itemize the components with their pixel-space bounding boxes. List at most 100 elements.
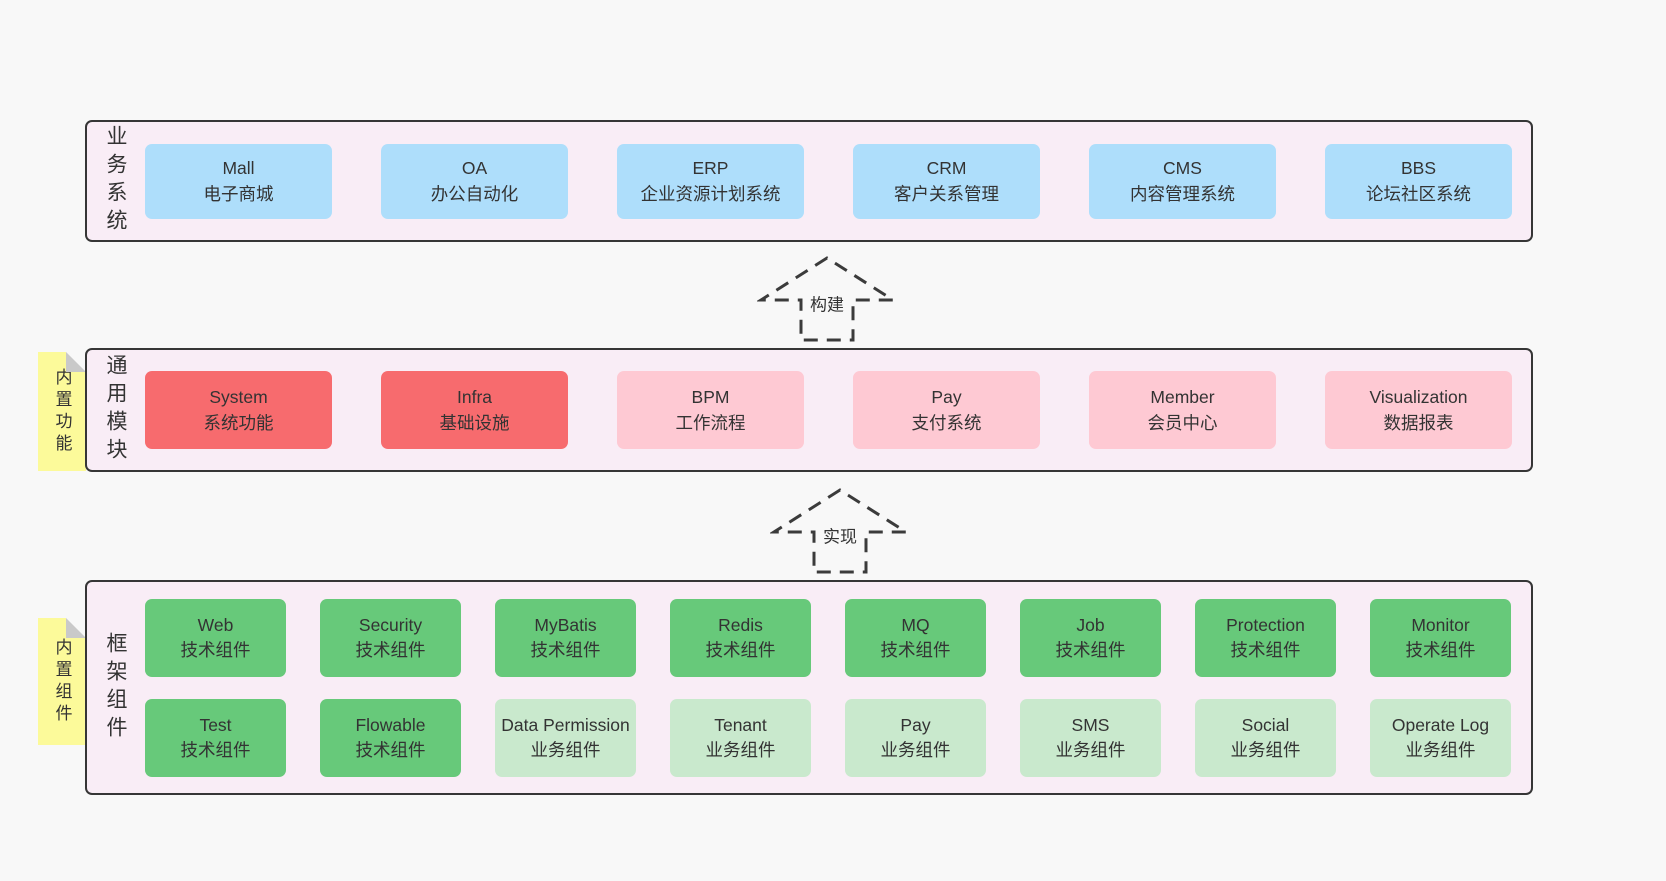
box-title: OA (461, 157, 488, 178)
box-member: Member 会员中心 (1089, 371, 1276, 449)
up-arrow-icon (757, 256, 897, 342)
dashed-up-arrow-build: 构建 (757, 255, 897, 343)
box-subtitle: 会员中心 (1147, 413, 1218, 433)
box-subtitle: 客户关系管理 (894, 184, 999, 204)
box-title: Pay (931, 386, 962, 407)
box-subtitle: 系统功能 (203, 413, 274, 433)
box-title: Data Permission (501, 715, 630, 736)
box-bpm: BPM 工作流程 (617, 371, 804, 449)
box-subtitle: 业务组件 (1405, 739, 1476, 760)
box-subtitle: 技术组件 (1405, 639, 1476, 660)
box-crm: CRM 客户关系管理 (853, 143, 1040, 219)
box-title: Infra (456, 386, 493, 407)
box-title: Operate Log (1391, 715, 1490, 736)
box-title: MQ (901, 615, 930, 636)
box-subtitle: 技术组件 (1055, 639, 1126, 660)
box-title: SMS (1071, 715, 1110, 736)
box-subtitle: 技术组件 (530, 639, 601, 660)
box-pay-component: Pay 业务组件 (845, 698, 986, 777)
box-subtitle: 企业资源计划系统 (640, 184, 781, 204)
box-security: Security 技术组件 (320, 598, 461, 677)
box-title: CMS (1163, 157, 1202, 178)
box-subtitle: 技术组件 (355, 739, 426, 760)
box-visualization: Visualization 数据报表 (1325, 371, 1512, 449)
arrow-label-implement: 实现 (819, 520, 861, 550)
section-framework-components: 框架组件 Web 技术组件 Security 技术组件 MyBatis 技术组件… (85, 580, 1533, 795)
box-mq: MQ 技术组件 (845, 598, 986, 677)
module-boxes-row: System 系统功能 Infra 基础设施 BPM 工作流程 Pay 支付系统… (145, 350, 1531, 470)
dashed-up-arrow-implement: 实现 (770, 487, 910, 575)
box-pay-module: Pay 支付系统 (853, 371, 1040, 449)
box-subtitle: 论坛社区系统 (1366, 184, 1471, 204)
box-test: Test 技术组件 (145, 698, 286, 777)
box-title: Member (1150, 386, 1215, 407)
box-mall: Mall 电子商城 (145, 143, 332, 219)
box-subtitle: 技术组件 (180, 739, 251, 760)
box-erp: ERP 企业资源计划系统 (617, 143, 804, 219)
box-subtitle: 业务组件 (1230, 739, 1301, 760)
box-title: Visualization (1369, 386, 1468, 407)
box-operate-log: Operate Log 业务组件 (1370, 698, 1511, 777)
box-title: Flowable (355, 715, 426, 736)
section-label-common-modules: 通用模块 (104, 354, 127, 466)
sticky-tab-built-in-features: 内置功能 (38, 352, 86, 471)
box-flowable: Flowable 技术组件 (320, 698, 461, 777)
box-data-permission: Data Permission 业务组件 (495, 698, 636, 777)
box-oa: OA 办公自动化 (381, 143, 568, 219)
box-mybatis: MyBatis 技术组件 (495, 598, 636, 677)
box-title: CRM (926, 157, 967, 178)
box-title: BPM (691, 386, 730, 407)
box-cms: CMS 内容管理系统 (1089, 143, 1276, 219)
box-subtitle: 业务组件 (1055, 739, 1126, 760)
box-subtitle: 内容管理系统 (1130, 184, 1235, 204)
box-title: Redis (718, 615, 763, 636)
box-subtitle: 技术组件 (705, 639, 776, 660)
box-title: Security (358, 615, 423, 636)
box-title: ERP (692, 157, 729, 178)
section-label-framework-components: 框架组件 (104, 631, 127, 744)
box-redis: Redis 技术组件 (670, 598, 811, 677)
box-subtitle: 数据报表 (1383, 413, 1454, 433)
sticky-tab-label: 内置组件 (52, 637, 72, 726)
box-title: Job (1076, 615, 1105, 636)
components-row-2: Test 技术组件 Flowable 技术组件 Data Permission … (145, 698, 1531, 777)
box-system: System 系统功能 (145, 371, 332, 449)
box-subtitle: 业务组件 (880, 739, 951, 760)
box-subtitle: 基础设施 (439, 413, 510, 433)
section-business-systems: 业务系统 Mall 电子商城 OA 办公自动化 ERP 企业资源计划系统 CRM… (85, 120, 1533, 242)
box-title: Mall (222, 157, 255, 178)
box-title: Monitor (1411, 615, 1470, 636)
components-row-1: Web 技术组件 Security 技术组件 MyBatis 技术组件 Redi… (145, 598, 1531, 677)
box-subtitle: 工作流程 (675, 413, 746, 433)
box-infra: Infra 基础设施 (381, 371, 568, 449)
box-subtitle: 电子商城 (203, 184, 274, 204)
arrow-label-build: 构建 (806, 288, 848, 318)
box-subtitle: 业务组件 (705, 739, 776, 760)
box-subtitle: 技术组件 (180, 639, 251, 660)
box-subtitle: 技术组件 (355, 639, 426, 660)
box-title: Protection (1226, 615, 1305, 636)
sticky-tab-built-in-components: 内置组件 (38, 618, 86, 745)
box-monitor: Monitor 技术组件 (1370, 598, 1511, 677)
box-title: Test (199, 715, 232, 736)
box-title: Web (197, 615, 234, 636)
box-subtitle: 支付系统 (911, 413, 982, 433)
box-tenant: Tenant 业务组件 (670, 698, 811, 777)
box-title: Social (1241, 715, 1290, 736)
box-title: BBS (1400, 157, 1437, 178)
box-subtitle: 技术组件 (880, 639, 951, 660)
section-label-business-systems: 业务系统 (104, 125, 127, 237)
box-social: Social 业务组件 (1195, 698, 1336, 777)
box-job: Job 技术组件 (1020, 598, 1161, 677)
box-bbs: BBS 论坛社区系统 (1325, 143, 1512, 219)
section-common-modules: 通用模块 System 系统功能 Infra 基础设施 BPM 工作流程 Pay… (85, 348, 1533, 472)
box-web: Web 技术组件 (145, 598, 286, 677)
box-protection: Protection 技术组件 (1195, 598, 1336, 677)
box-subtitle: 技术组件 (1230, 639, 1301, 660)
box-subtitle: 业务组件 (530, 739, 601, 760)
box-title: Tenant (714, 715, 767, 736)
components-grid: Web 技术组件 Security 技术组件 MyBatis 技术组件 Redi… (145, 582, 1531, 793)
box-subtitle: 办公自动化 (430, 184, 519, 204)
sticky-tab-label: 内置功能 (52, 367, 72, 456)
